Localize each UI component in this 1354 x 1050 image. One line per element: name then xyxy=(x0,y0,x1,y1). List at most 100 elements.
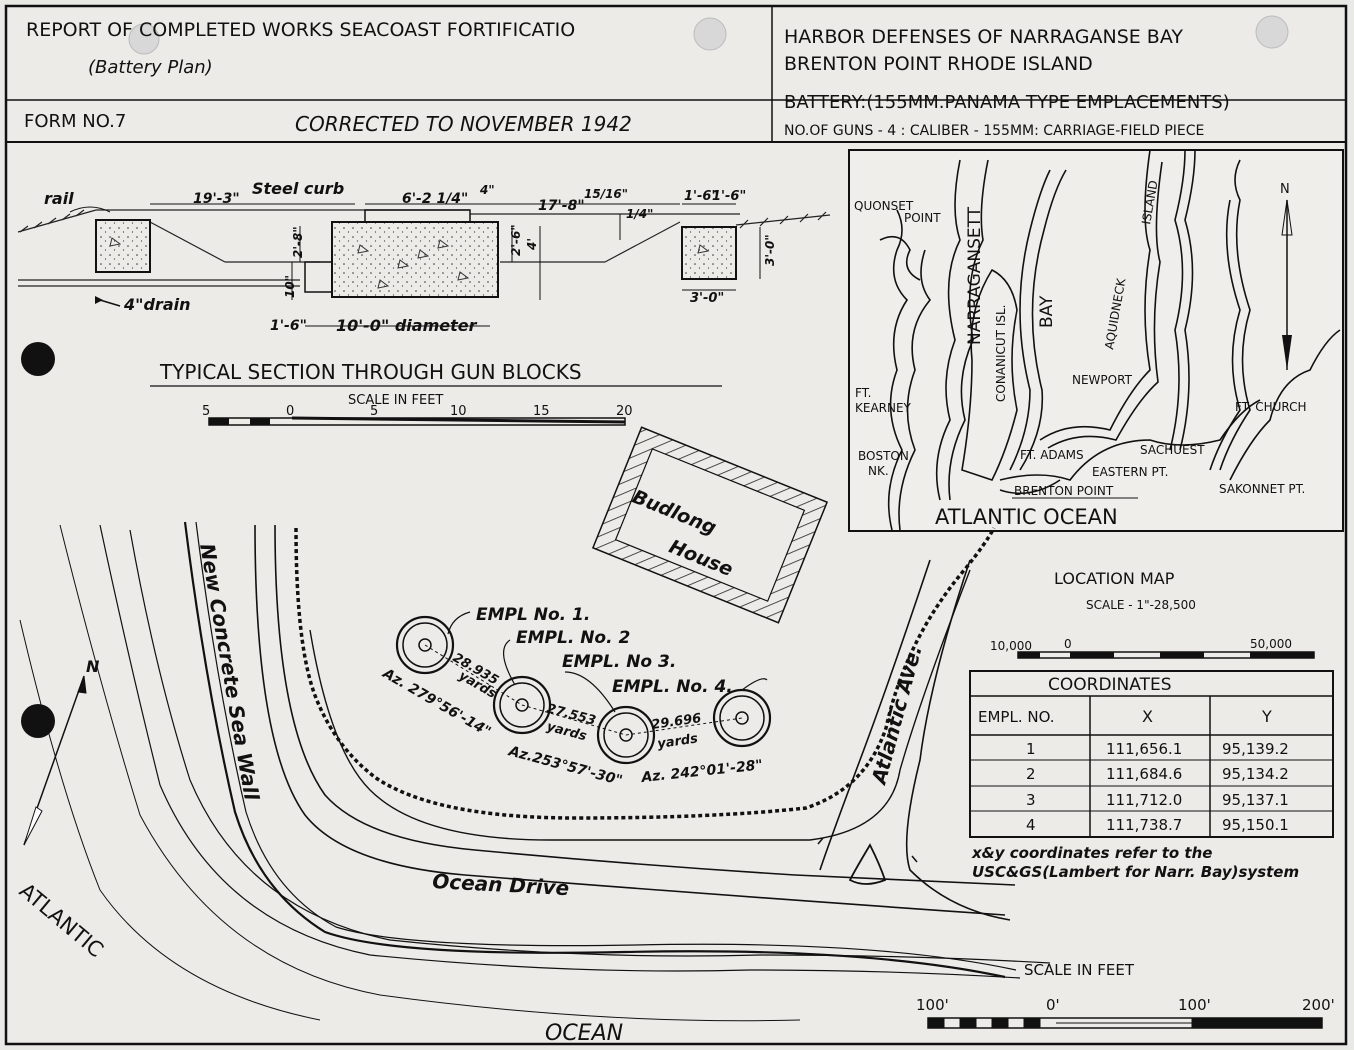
battery-plan-subtitle: (Battery Plan) xyxy=(88,57,213,78)
report-title: REPORT OF COMPLETED WORKS SEACOAST FORTI… xyxy=(26,19,575,41)
plan-scale-tick: 100' xyxy=(916,996,949,1014)
location-map xyxy=(848,149,1344,532)
map-label-ft-adams: FT. ADAMS xyxy=(1020,448,1084,462)
coord-row-empl: 2 xyxy=(1026,765,1036,783)
plan-scale-label: SCALE IN FEET xyxy=(1024,961,1135,979)
plan-north-label: N xyxy=(86,657,100,676)
coord-row-x: 111,712.0 xyxy=(1106,791,1182,809)
punch-hole xyxy=(1255,15,1289,49)
battery-type: BATTERY:(155MM.PANAMA TYPE EMPLACEMENTS) xyxy=(784,92,1230,113)
coord-row-y: 95,137.1 xyxy=(1222,791,1289,809)
coord-row-x: 111,684.6 xyxy=(1106,765,1182,783)
map-label-boston-1: BOSTON xyxy=(858,449,909,463)
map-scale-bar xyxy=(1017,651,1315,659)
section-tick: 5 xyxy=(370,404,378,419)
section-tick: 0 xyxy=(286,404,294,419)
map-north-label: N xyxy=(1280,182,1290,197)
section-title: TYPICAL SECTION THROUGH GUN BLOCKS xyxy=(159,360,582,384)
dim-1-6-b: 1'-6" xyxy=(712,189,746,204)
map-label-sakonnet: SAKONNET PT. xyxy=(1219,482,1305,496)
map-label-narragansett: NARRAGANSETT xyxy=(965,206,985,345)
plan-scale-tick: 200' xyxy=(1302,996,1335,1014)
coord-row-y: 95,139.2 xyxy=(1222,740,1289,758)
map-label-quonset: QUONSET xyxy=(854,199,914,213)
sheet-border xyxy=(4,4,1348,1046)
dim-1-4: 1/4" xyxy=(626,207,653,221)
map-label-ft-church: FT. CHURCH xyxy=(1235,400,1307,414)
dist-3: 29.696 xyxy=(650,711,702,733)
coord-row-empl: 1 xyxy=(1026,740,1036,758)
map-label-ft-kearney-2: KEARNEY xyxy=(855,401,912,415)
site-location: BRENTON POINT RHODE ISLAND xyxy=(784,53,1093,75)
harbor-defenses: HARBOR DEFENSES OF NARRAGANSE BAY xyxy=(784,26,1183,48)
dim-10in: 10" xyxy=(283,275,297,298)
dim-17-8: 17'-8" xyxy=(538,198,585,214)
empl-4-label: EMPL. No. 4. xyxy=(612,677,733,697)
map-label-sachuest: SACHUEST xyxy=(1140,443,1205,457)
empl-1-label: EMPL No. 1. xyxy=(476,605,590,625)
coordinates-title: COORDINATES xyxy=(1048,675,1172,695)
section-scale-label: SCALE IN FEET xyxy=(348,393,443,408)
coord-row-x: 111,656.1 xyxy=(1106,740,1182,758)
map-label-bay: BAY xyxy=(1037,295,1057,328)
plan-scale-tick: 0' xyxy=(1046,996,1060,1014)
typical-section-drawing xyxy=(17,203,831,327)
coord-row-empl: 4 xyxy=(1026,816,1036,834)
binder-hole xyxy=(21,704,55,738)
map-label-boston-2: NK. xyxy=(868,464,889,478)
dim-1-6-a: 1'-6" xyxy=(684,189,718,204)
coordinates-note-2: USC&GS(Lambert for Narr. Bay)system xyxy=(972,863,1299,881)
section-tick: 20 xyxy=(616,404,633,419)
coord-row-x: 111,738.7 xyxy=(1106,816,1182,834)
location-map-title: LOCATION MAP xyxy=(1054,569,1175,588)
punch-hole xyxy=(693,17,727,51)
coord-header-empl: EMPL. NO. xyxy=(978,708,1055,726)
ocean-label: OCEAN xyxy=(545,1021,623,1046)
section-tick: 5 xyxy=(202,404,210,419)
dim-15-16: 15/16" xyxy=(584,187,628,201)
coordinates-table xyxy=(969,670,1334,838)
empl-3-label: EMPL. No 3. xyxy=(562,652,676,672)
guns-caliber: NO.OF GUNS - 4 : CALIBER - 155MM: CARRIA… xyxy=(784,123,1204,139)
dim-2-8: 2'-8" xyxy=(291,226,305,258)
drain-label: 4"drain xyxy=(123,295,190,314)
dim-4ft: 4' xyxy=(525,238,539,251)
empl-2-label: EMPL. No. 2 xyxy=(516,628,630,648)
coordinates-note-1: x&y coordinates refer to the xyxy=(971,844,1212,862)
coord-row-y: 95,134.2 xyxy=(1222,765,1289,783)
map-label-point: POINT xyxy=(904,211,941,225)
steel-curb-label: Steel curb xyxy=(252,179,344,198)
diameter-label: 10'-0" diameter xyxy=(336,316,478,335)
map-label-eastern-pt: EASTERN PT. xyxy=(1092,465,1168,479)
dist-3-unit: yards xyxy=(656,731,699,752)
dim-2-6: 2'-6" xyxy=(509,224,523,256)
dim-19-3: 19'-3" xyxy=(193,191,240,207)
section-scale-bar xyxy=(208,416,626,426)
map-label-conanicut: CONANICUT ISL. xyxy=(994,305,1008,403)
section-tick: 15 xyxy=(533,404,550,419)
coord-row-empl: 3 xyxy=(1026,791,1036,809)
dim-3-0-v: 3'-0" xyxy=(763,234,777,266)
section-tick: 10 xyxy=(450,404,467,419)
dim-1-6-c: 1'-6" xyxy=(270,318,307,334)
rail-label: rail xyxy=(44,189,74,208)
map-label-atlantic-ocean: ATLANTIC OCEAN xyxy=(935,505,1118,529)
punch-hole xyxy=(128,23,160,55)
dim-4in: 4" xyxy=(479,183,495,197)
map-label-ft-kearney-1: FT. xyxy=(855,386,871,400)
map-scale-left: 10,000 xyxy=(990,639,1032,653)
corrected-date: CORRECTED TO NOVEMBER 1942 xyxy=(295,112,632,136)
map-scale-right: 50,000 xyxy=(1250,637,1292,651)
dim-6-2: 6'-2 1/4" xyxy=(402,191,468,207)
form-number: FORM NO.7 xyxy=(24,111,126,132)
binder-hole xyxy=(21,342,55,376)
plan-scale-tick: 100' xyxy=(1178,996,1211,1014)
location-map-scale: SCALE - 1"-28,500 xyxy=(1086,598,1196,612)
coord-row-y: 95,150.1 xyxy=(1222,816,1289,834)
site-plan xyxy=(19,426,1323,1029)
coord-header-y: Y xyxy=(1261,707,1272,726)
dim-3-0-h: 3'-0" xyxy=(690,291,724,306)
map-label-brenton-point: BRENTON POINT xyxy=(1014,484,1114,498)
map-scale-zero: 0 xyxy=(1064,637,1072,651)
